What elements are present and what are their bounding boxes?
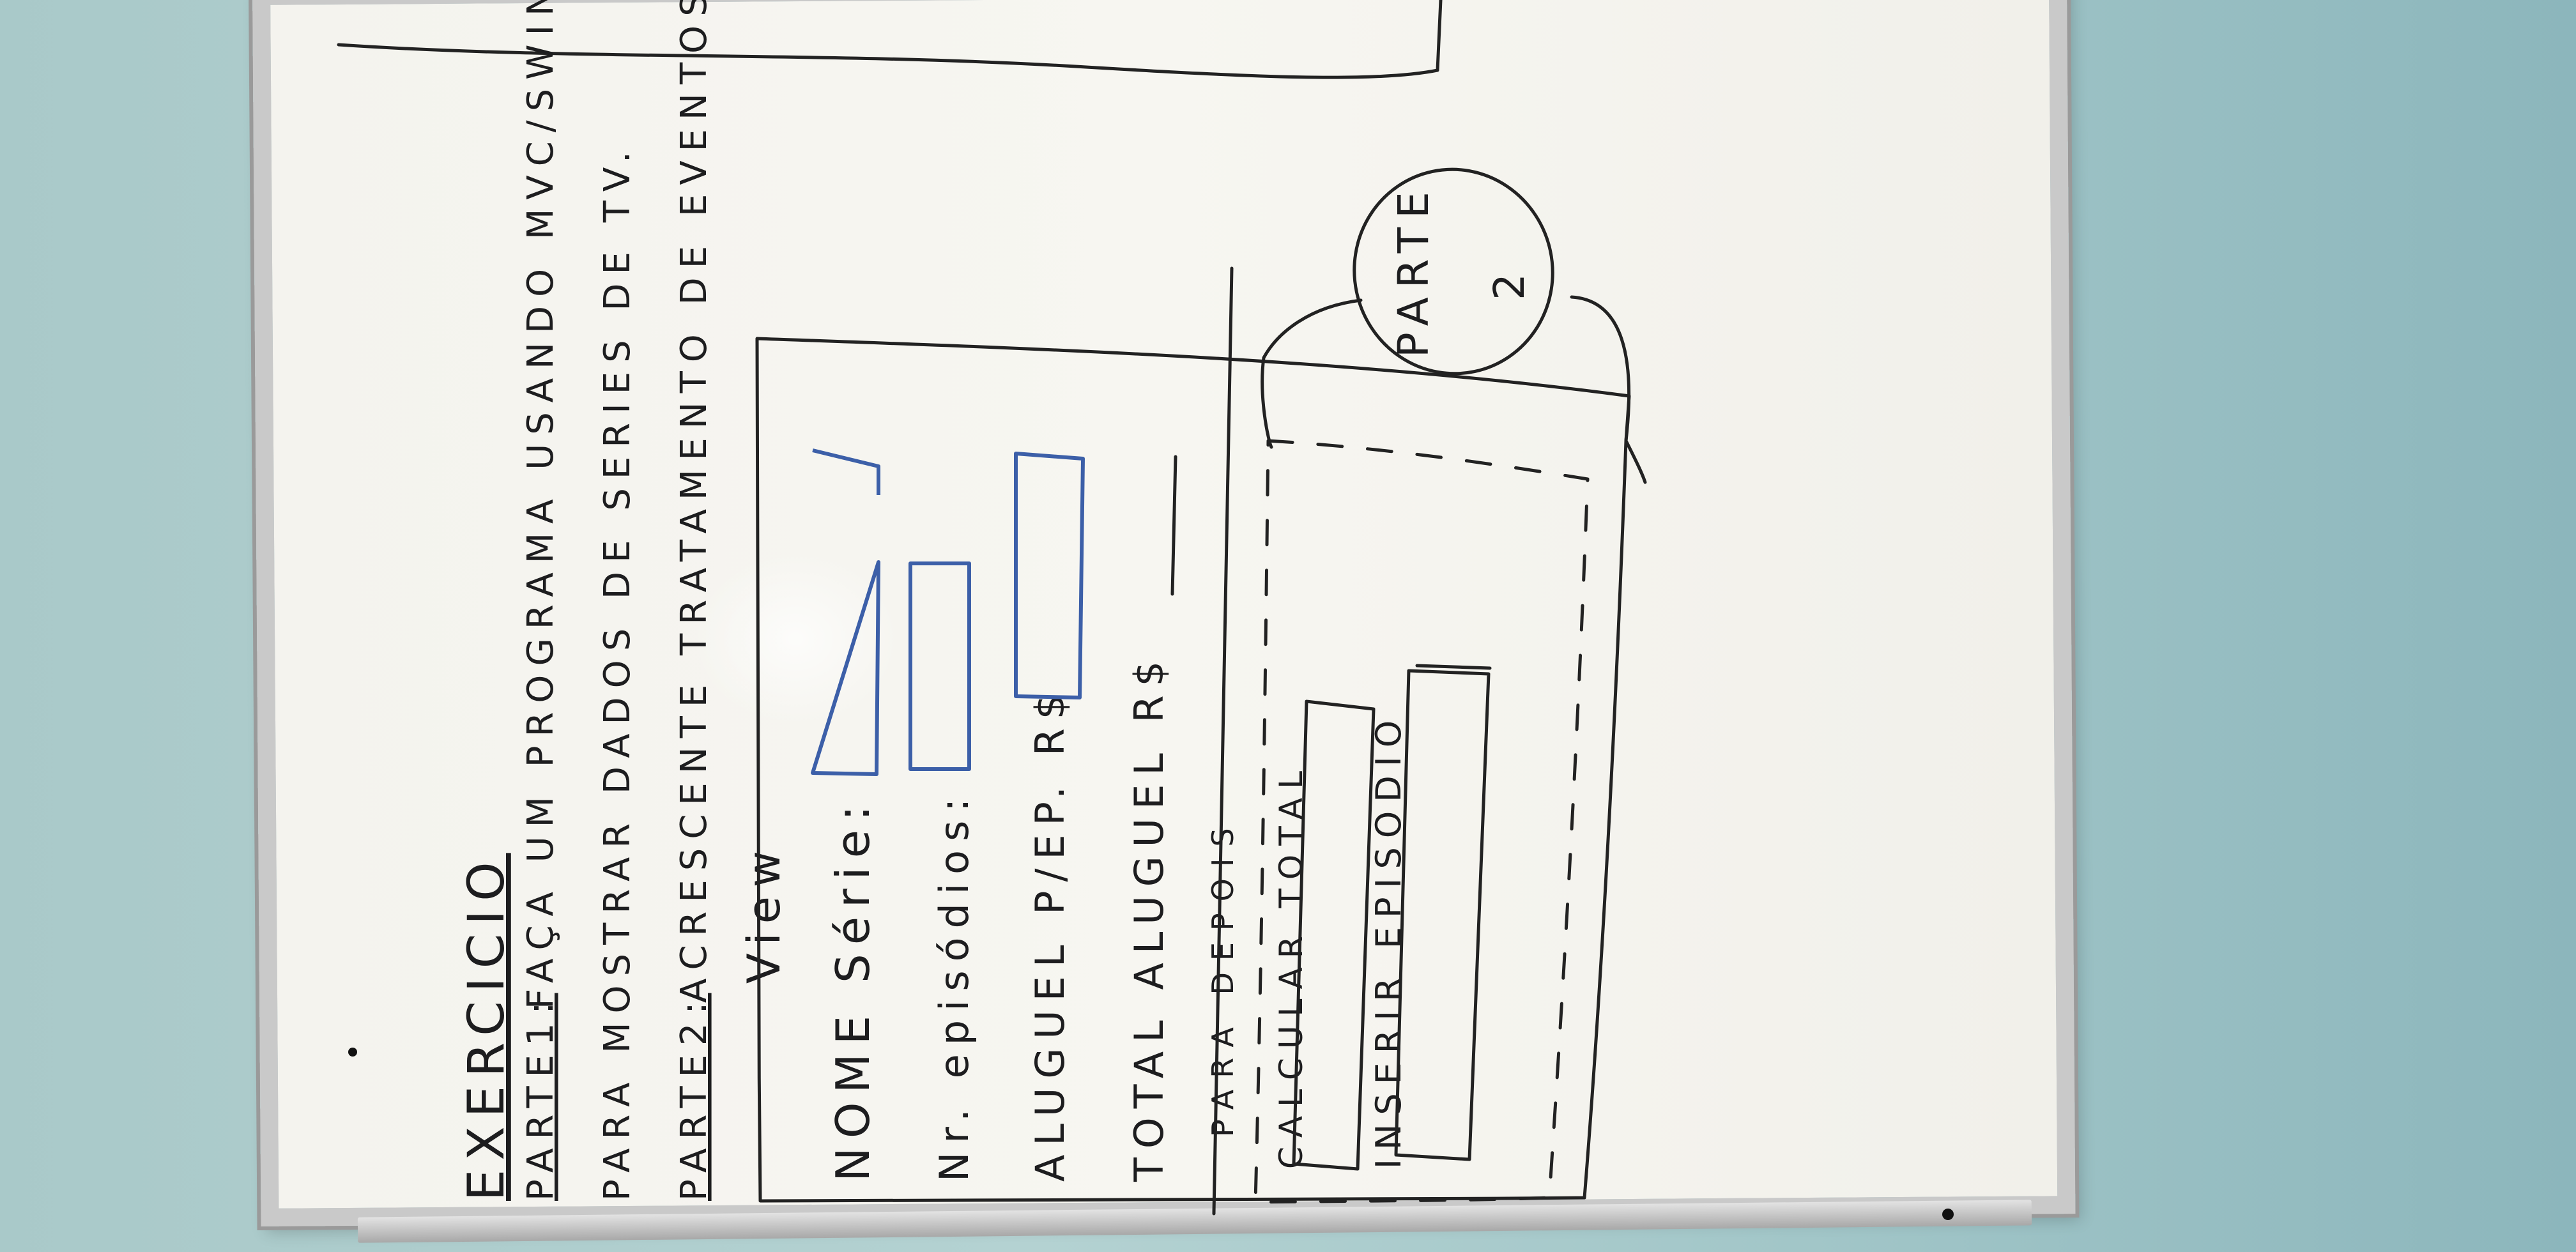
part1-prefix: PARTE1: [520, 993, 562, 1201]
part1-text-line2: PARA MOSTRAR DADOS DE SERIES DE TV. [597, 142, 638, 1201]
field-label-series-name: NOME Série: [826, 797, 880, 1182]
field-label-rent-per-episode: ALUGUEL P/EP. R$ [1027, 685, 1073, 1182]
part2-bubble-line1: PARTE [1389, 183, 1438, 358]
part2-bubble-connector-right [1570, 295, 1647, 484]
part2-prefix: PARTE2: [673, 993, 715, 1201]
exercise-title: EXERCICIO [458, 853, 516, 1201]
part2-bubble-connector-left [1261, 298, 1363, 449]
later-region-dashed [1254, 439, 1590, 1204]
insert-episode-button[interactable] [1394, 664, 1492, 1161]
view-frame [755, 337, 1631, 1203]
part2-bubble [1353, 167, 1554, 376]
field-label-total-rent: TOTAL ALUGUEL R$ [1126, 652, 1172, 1182]
part2-text: ACRESCENTE TRATAMENTO DE EVENTOS [673, 0, 715, 1003]
part1-text: FAÇA UM PROGRAMA USANDO MVC/SWING [520, 0, 562, 1009]
tray-screw-icon [1942, 1209, 1954, 1220]
part2-bubble-line2: 2 [1485, 264, 1534, 300]
input-episodes[interactable] [908, 561, 971, 771]
total-rent-underline [1170, 455, 1177, 596]
calculate-total-button[interactable] [1292, 699, 1376, 1171]
input-series-name[interactable] [811, 448, 880, 776]
field-label-episodes: Nr. episódios: [931, 790, 977, 1182]
later-note: PARA DEPOIS [1206, 816, 1240, 1137]
top-frame [337, 0, 1443, 79]
input-rent-per-episode[interactable] [1014, 452, 1085, 699]
view-label: View [738, 842, 790, 984]
board-mount-icon [348, 1048, 357, 1057]
